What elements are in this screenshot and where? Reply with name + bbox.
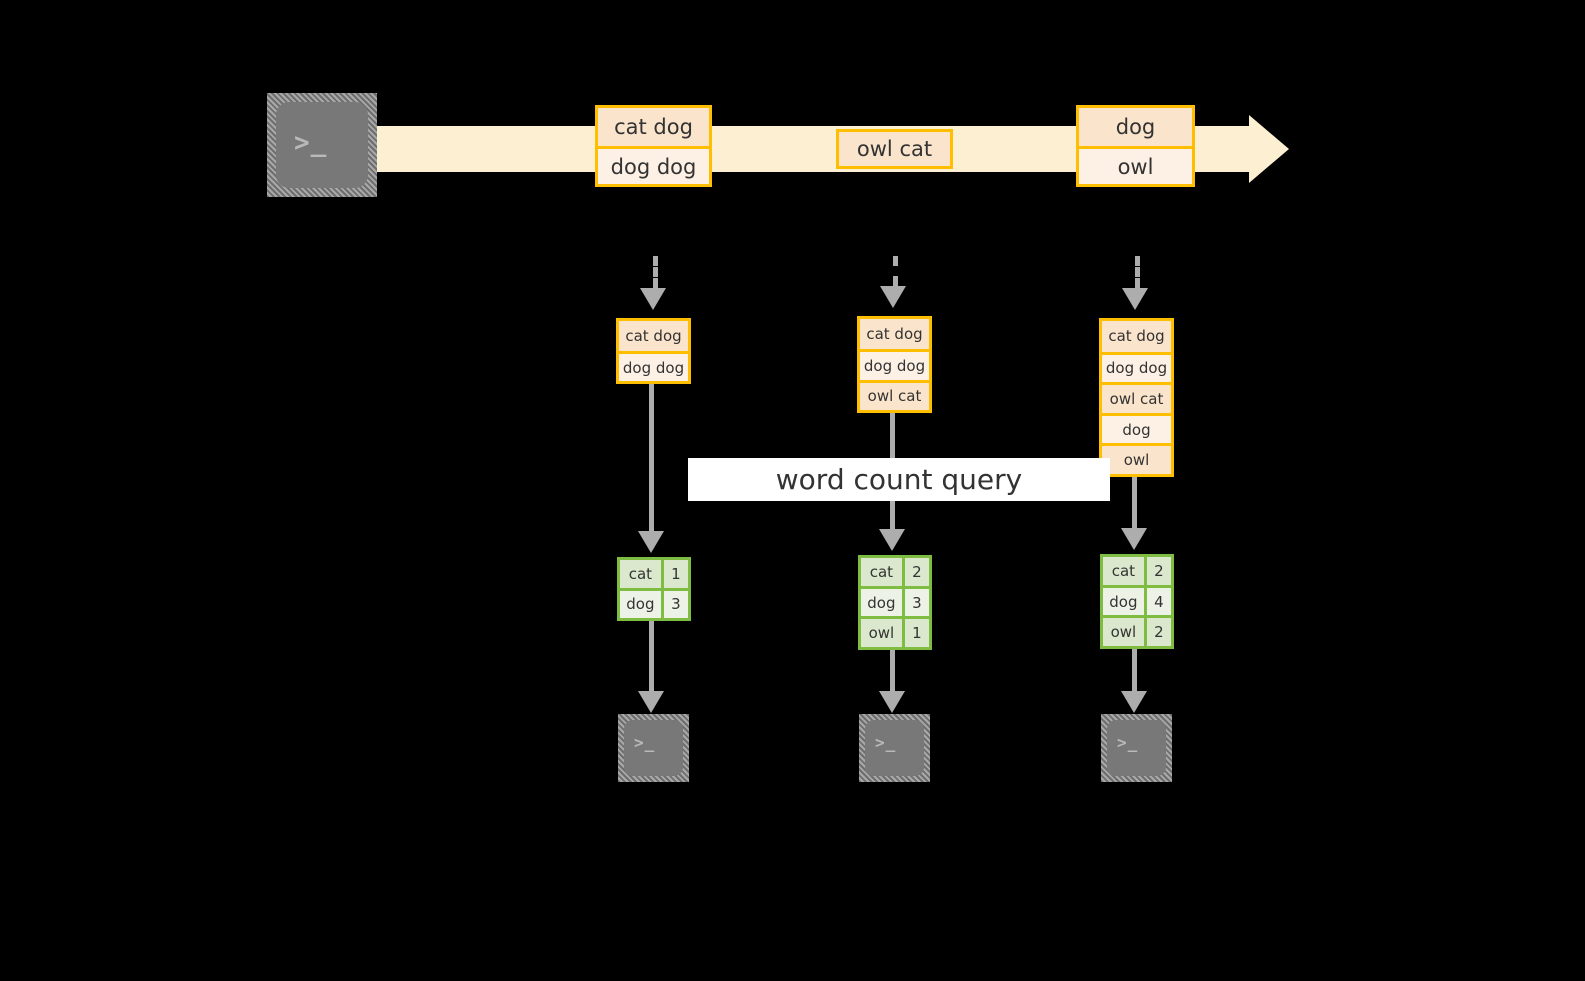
arrowhead-icon xyxy=(1122,288,1148,310)
table-row: cat 2 xyxy=(1103,557,1171,585)
source-terminal-icon[interactable]: >_ xyxy=(267,93,377,197)
window-line: dog dog xyxy=(860,349,929,380)
terminal-body: >_ xyxy=(276,102,368,188)
terminal-prompt-glyph: >_ xyxy=(875,733,897,752)
table-row: dog 3 xyxy=(620,587,688,618)
result-word: cat xyxy=(620,560,661,588)
result-word: cat xyxy=(1103,557,1144,585)
stream-to-window-connector-1 xyxy=(653,256,658,288)
result-word: dog xyxy=(861,588,902,617)
window-line: owl xyxy=(1102,443,1171,474)
arrowhead-icon xyxy=(879,529,905,551)
arrowhead-icon xyxy=(638,531,664,553)
window-line: cat dog xyxy=(619,321,688,351)
sink-connector-2 xyxy=(890,650,895,691)
terminal-body: >_ xyxy=(624,720,683,776)
arrowhead-icon xyxy=(879,691,905,713)
sink-connector-3 xyxy=(1132,649,1137,691)
result-table-1[interactable]: cat 1 dog 3 xyxy=(617,557,691,621)
window-line: cat dog xyxy=(860,319,929,350)
input-window-3[interactable]: cat dog dog dog owl cat dog owl xyxy=(1099,318,1174,477)
stream-batch-1[interactable]: cat dog dog dog xyxy=(595,105,712,187)
stream-line: dog dog xyxy=(598,146,709,184)
window-line: dog xyxy=(1102,412,1171,444)
result-word: dog xyxy=(620,590,661,618)
arrowhead-icon xyxy=(1121,691,1147,713)
query-connector-1 xyxy=(649,384,654,531)
terminal-prompt-glyph: >_ xyxy=(634,733,656,752)
window-line: cat dog xyxy=(1102,321,1171,352)
result-count: 1 xyxy=(901,619,929,648)
input-window-1[interactable]: cat dog dog dog xyxy=(616,318,691,384)
result-count: 2 xyxy=(901,558,929,586)
result-count: 4 xyxy=(1143,587,1171,616)
result-word: owl xyxy=(861,619,902,648)
sink-terminal-icon-3[interactable]: >_ xyxy=(1101,714,1172,782)
arrowhead-icon xyxy=(880,286,906,308)
stream-to-window-connector-3 xyxy=(1135,256,1140,288)
sink-terminal-icon-1[interactable]: >_ xyxy=(618,714,689,782)
terminal-prompt-glyph: >_ xyxy=(294,128,328,158)
arrowhead-icon xyxy=(638,691,664,713)
table-row: owl 2 xyxy=(1103,615,1171,647)
stream-batch-2[interactable]: owl cat xyxy=(836,129,953,169)
result-table-2[interactable]: cat 2 dog 3 owl 1 xyxy=(858,555,932,650)
stream-line: dog xyxy=(1079,108,1192,146)
sink-terminal-icon-2[interactable]: >_ xyxy=(859,714,930,782)
sink-connector-1 xyxy=(649,621,654,691)
result-table-3[interactable]: cat 2 dog 4 owl 2 xyxy=(1100,554,1174,649)
window-line: owl cat xyxy=(1102,382,1171,413)
result-count: 2 xyxy=(1143,557,1171,585)
result-word: owl xyxy=(1103,618,1144,647)
terminal-body: >_ xyxy=(865,720,924,776)
result-word: cat xyxy=(861,558,902,586)
stream-line: owl xyxy=(1079,146,1192,184)
terminal-body: >_ xyxy=(1107,720,1166,776)
table-row: owl 1 xyxy=(861,616,929,648)
table-row: cat 1 xyxy=(620,560,688,588)
query-banner: word count query xyxy=(688,458,1110,501)
table-row: dog 4 xyxy=(1103,584,1171,616)
table-row: dog 3 xyxy=(861,585,929,617)
query-banner-label: word count query xyxy=(775,463,1023,496)
result-count: 3 xyxy=(901,588,929,617)
stream-line: cat dog xyxy=(598,108,709,146)
input-window-2[interactable]: cat dog dog dog owl cat xyxy=(857,316,932,413)
result-count: 2 xyxy=(1143,618,1171,647)
result-count: 1 xyxy=(660,560,688,588)
stream-arrow-icon xyxy=(1249,115,1289,183)
stream-to-window-connector-2 xyxy=(893,256,898,286)
query-connector-3 xyxy=(1132,477,1137,528)
terminal-prompt-glyph: >_ xyxy=(1117,733,1139,752)
stream-batch-3[interactable]: dog owl xyxy=(1076,105,1195,187)
window-line: dog dog xyxy=(619,351,688,381)
table-row: cat 2 xyxy=(861,558,929,586)
window-line: dog dog xyxy=(1102,351,1171,383)
result-word: dog xyxy=(1103,587,1144,616)
stream-line: owl cat xyxy=(839,132,950,166)
arrowhead-icon xyxy=(1121,528,1147,550)
window-line: owl cat xyxy=(860,379,929,410)
result-count: 3 xyxy=(660,590,688,618)
arrowhead-icon xyxy=(640,288,666,310)
